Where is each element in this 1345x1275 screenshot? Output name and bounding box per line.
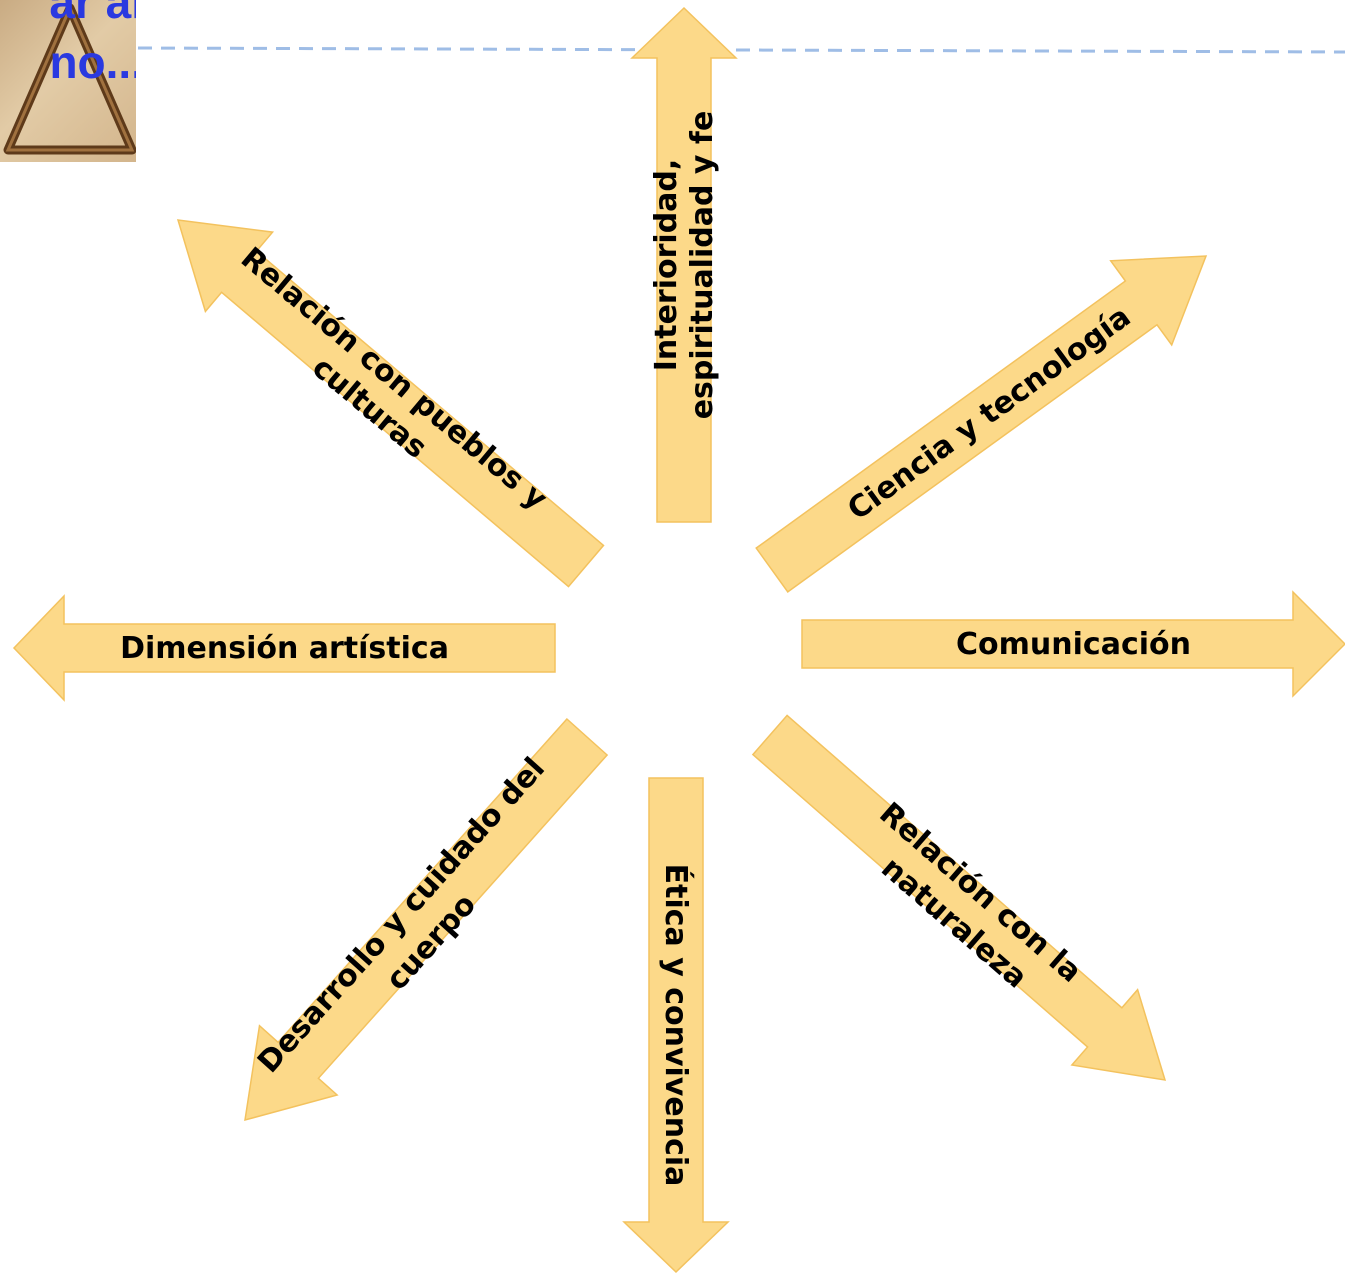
title-thumbnail: ar al no... [0,0,136,162]
arrow-cuerpo: Desarrollo y cuidado delcuerpo [244,717,609,1122]
arrow-label-line: Desarrollo y cuidado del [251,751,552,1080]
arrow-ciencia: Ciencia y tecnología [755,255,1208,593]
arrow-shape [244,717,609,1122]
arrow-shape [801,590,1345,698]
arrow-label: Ciencia y tecnología [841,299,1137,527]
arrow-label-line: Relación con pueblos y [234,241,554,518]
arrows-layer: Interioridad,espiritualidad y fe Ciencia … [12,6,1345,1274]
arrow-shape [176,219,605,588]
arrow-etica: Ética y convivencia [622,777,730,1274]
arrow-label-line: Comunicación [956,627,1191,662]
triangle-ruler-icon [3,3,136,155]
arrow-label: Dimensión artística [120,631,449,666]
header-divider [137,46,1345,54]
title-fragment: ar al no... [49,0,136,88]
arrow-pueblos: Relación con pueblos yculturas [176,219,605,588]
arrow-comunicacion: Comunicación [801,590,1345,698]
arrow-shape [751,714,1167,1081]
arrow-label: Comunicación [956,627,1191,662]
arrow-label: Ética y convivencia [658,864,694,1187]
arrow-label-line: Ciencia y tecnología [841,299,1137,527]
arrow-artistica: Dimensión artística [12,594,556,702]
arrow-label-line: Ética y convivencia [658,864,694,1187]
arrow-naturaleza: Relación con lanaturaleza [751,714,1167,1081]
arrow-shape [622,777,730,1274]
arrow-shape [630,6,738,523]
arrow-label-line: Interioridad, [649,159,684,372]
arrow-label-line: Dimensión artística [120,631,449,666]
arrow-shape [755,255,1208,593]
arrow-shape [12,594,556,702]
arrow-label: Interioridad,espiritualidad y fe [649,111,720,420]
arrow-label-line: espiritualidad y fe [685,111,720,420]
arrow-interioridad: Interioridad,espiritualidad y fe [630,6,738,523]
